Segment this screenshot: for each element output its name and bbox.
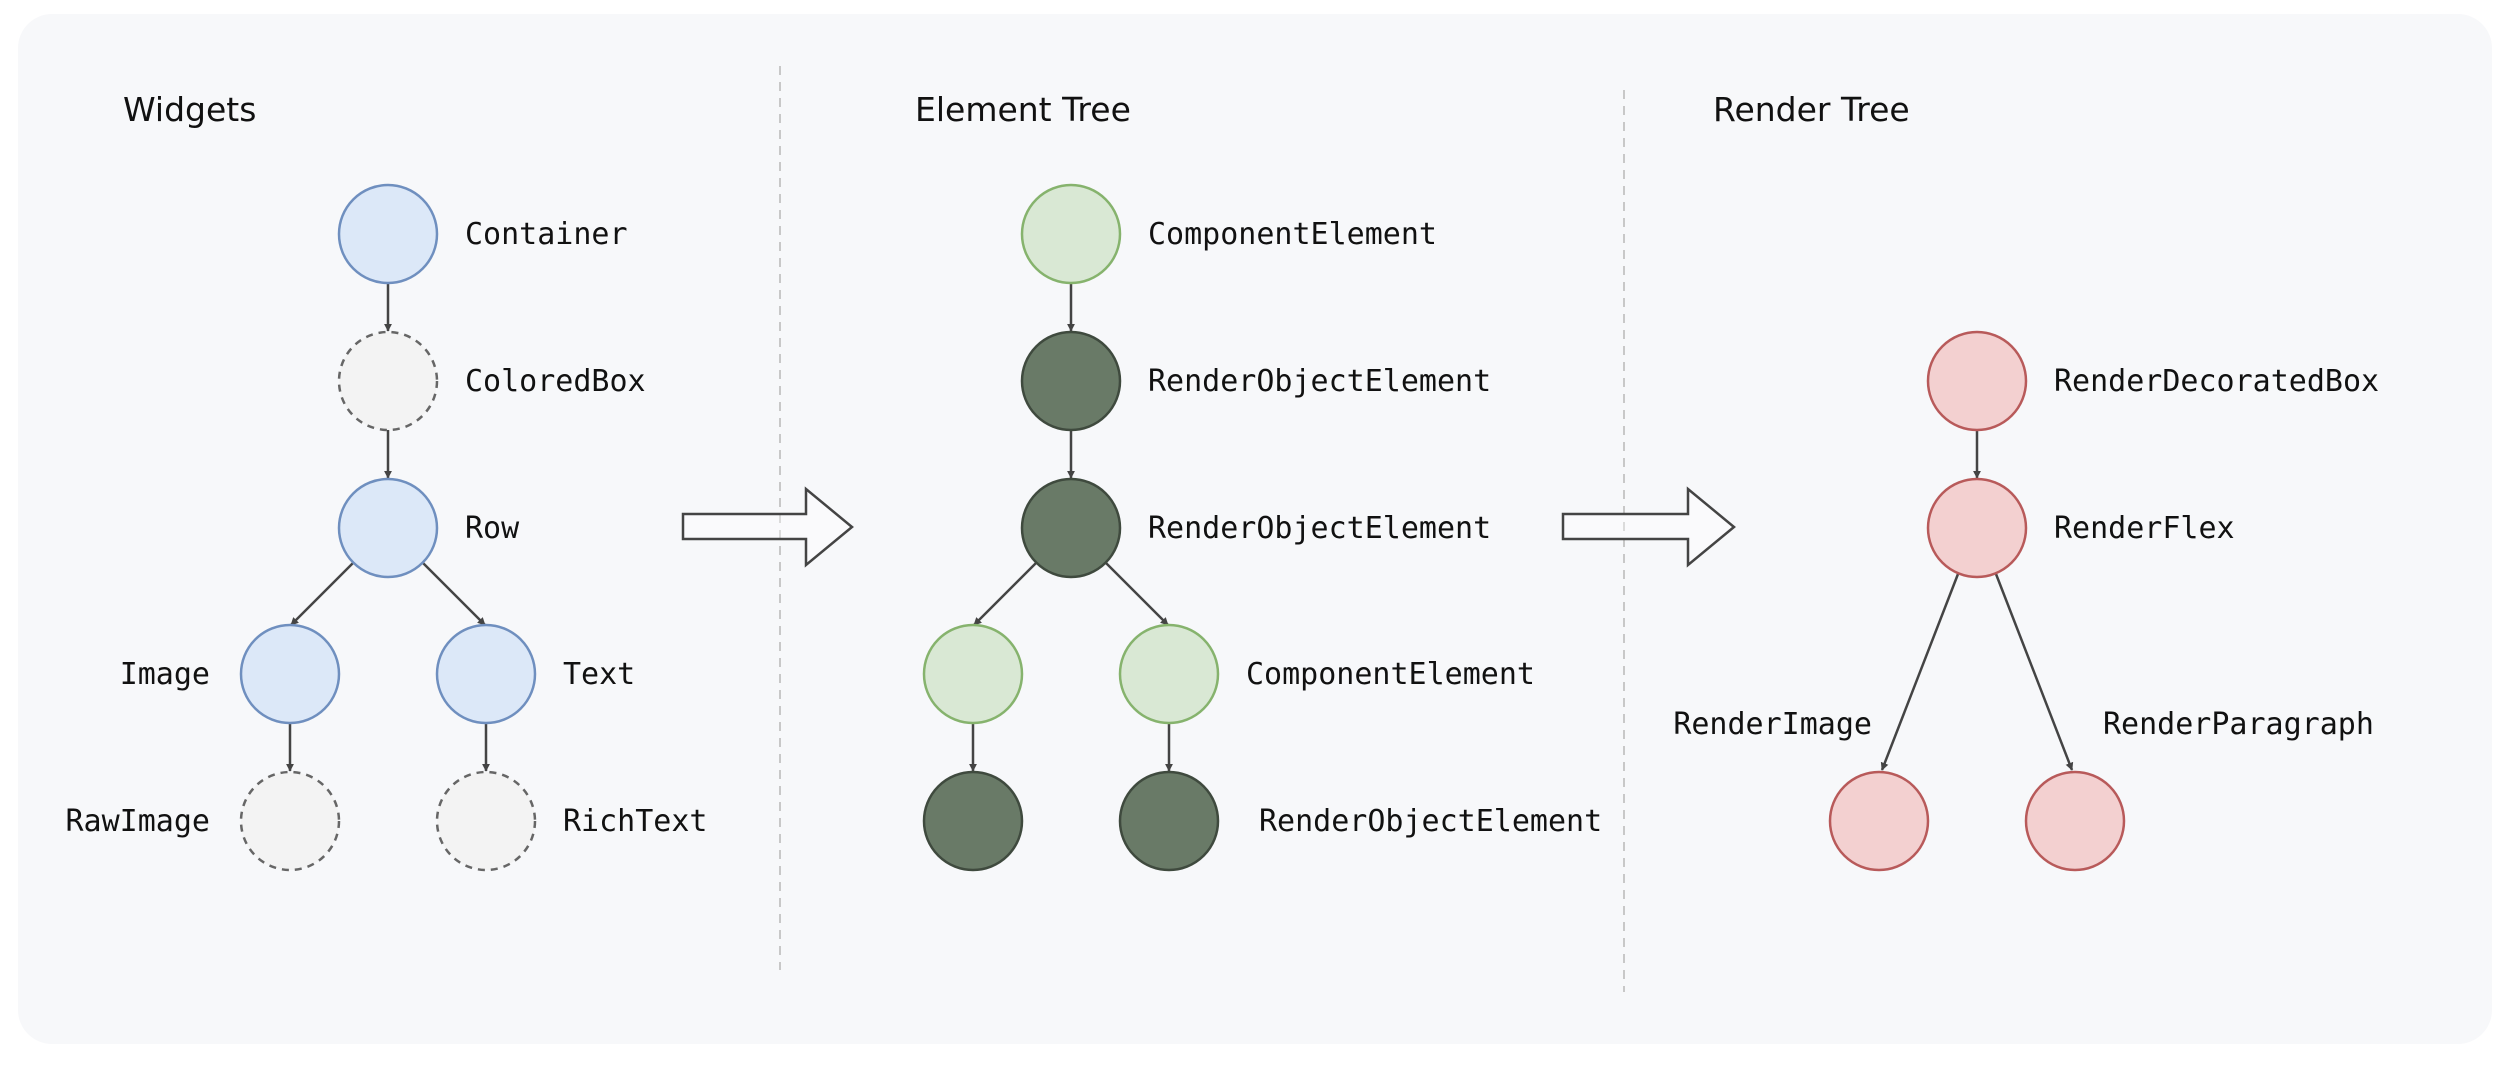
edge-row-image: [290, 561, 355, 626]
edge-renderobject2-left-component: [973, 561, 1038, 626]
widget-node-container: [337, 183, 439, 285]
widget-label-row: Row: [465, 511, 520, 546]
transition-arrow-widgets-to-elements: [681, 486, 854, 568]
widget-node-richtext: [435, 770, 537, 872]
widget-label-coloredbox: ColoredBox: [465, 364, 646, 399]
element-label-renderobject-1: RenderObjectElement: [1148, 364, 1491, 399]
render-label-decoratedbox: RenderDecoratedBox: [2054, 364, 2379, 399]
panel-title-widgets: Widgets: [123, 90, 256, 129]
widget-node-text: [435, 623, 537, 725]
panel-title-element-tree: Element Tree: [915, 90, 1131, 129]
panel-title-render-tree: Render Tree: [1713, 90, 1910, 129]
widget-tree-edges: [286, 283, 490, 772]
widget-node-coloredbox: [337, 330, 439, 432]
widget-node-row: [337, 477, 439, 579]
render-label-image: RenderImage: [1673, 707, 1872, 742]
element-node-renderobject-leaf-left: [922, 770, 1024, 872]
widget-label-container: Container: [465, 217, 628, 252]
element-node-component-right: [1118, 623, 1220, 725]
element-node-component-left: [922, 623, 1024, 725]
render-node-paragraph: [2024, 770, 2126, 872]
edge-flex-renderparagraph: [1994, 573, 2074, 771]
widget-label-image: Image: [120, 657, 210, 692]
widget-label-rawimage: RawImage: [66, 804, 211, 839]
render-label-flex: RenderFlex: [2054, 511, 2235, 546]
element-node-renderobject-2: [1020, 477, 1122, 579]
element-label-component-root: ComponentElement: [1148, 217, 1437, 252]
render-node-decoratedbox: [1926, 330, 2028, 432]
render-tree-edges: [1880, 430, 2074, 771]
render-node-image: [1828, 770, 1930, 872]
element-label-component-children: ComponentElement: [1246, 657, 1535, 692]
render-label-paragraph: RenderParagraph: [2103, 707, 2374, 742]
widget-node-image: [239, 623, 341, 725]
element-label-renderobject-leaves: RenderObjectElement: [1259, 804, 1602, 839]
edge-row-text: [421, 561, 486, 626]
edge-flex-renderimage: [1880, 573, 1960, 771]
element-node-renderobject-leaf-right: [1118, 770, 1220, 872]
widget-label-text: Text: [563, 657, 635, 692]
element-node-renderobject-1: [1020, 330, 1122, 432]
widget-node-rawimage: [239, 770, 341, 872]
element-tree-edges: [969, 283, 1173, 772]
widget-label-richtext: RichText: [563, 804, 708, 839]
element-label-renderobject-2: RenderObjectElement: [1148, 511, 1491, 546]
edge-renderobject2-right-component: [1104, 561, 1169, 626]
transition-arrow-elements-to-render: [1561, 486, 1736, 568]
element-node-component-root: [1020, 183, 1122, 285]
render-node-flex: [1926, 477, 2028, 579]
